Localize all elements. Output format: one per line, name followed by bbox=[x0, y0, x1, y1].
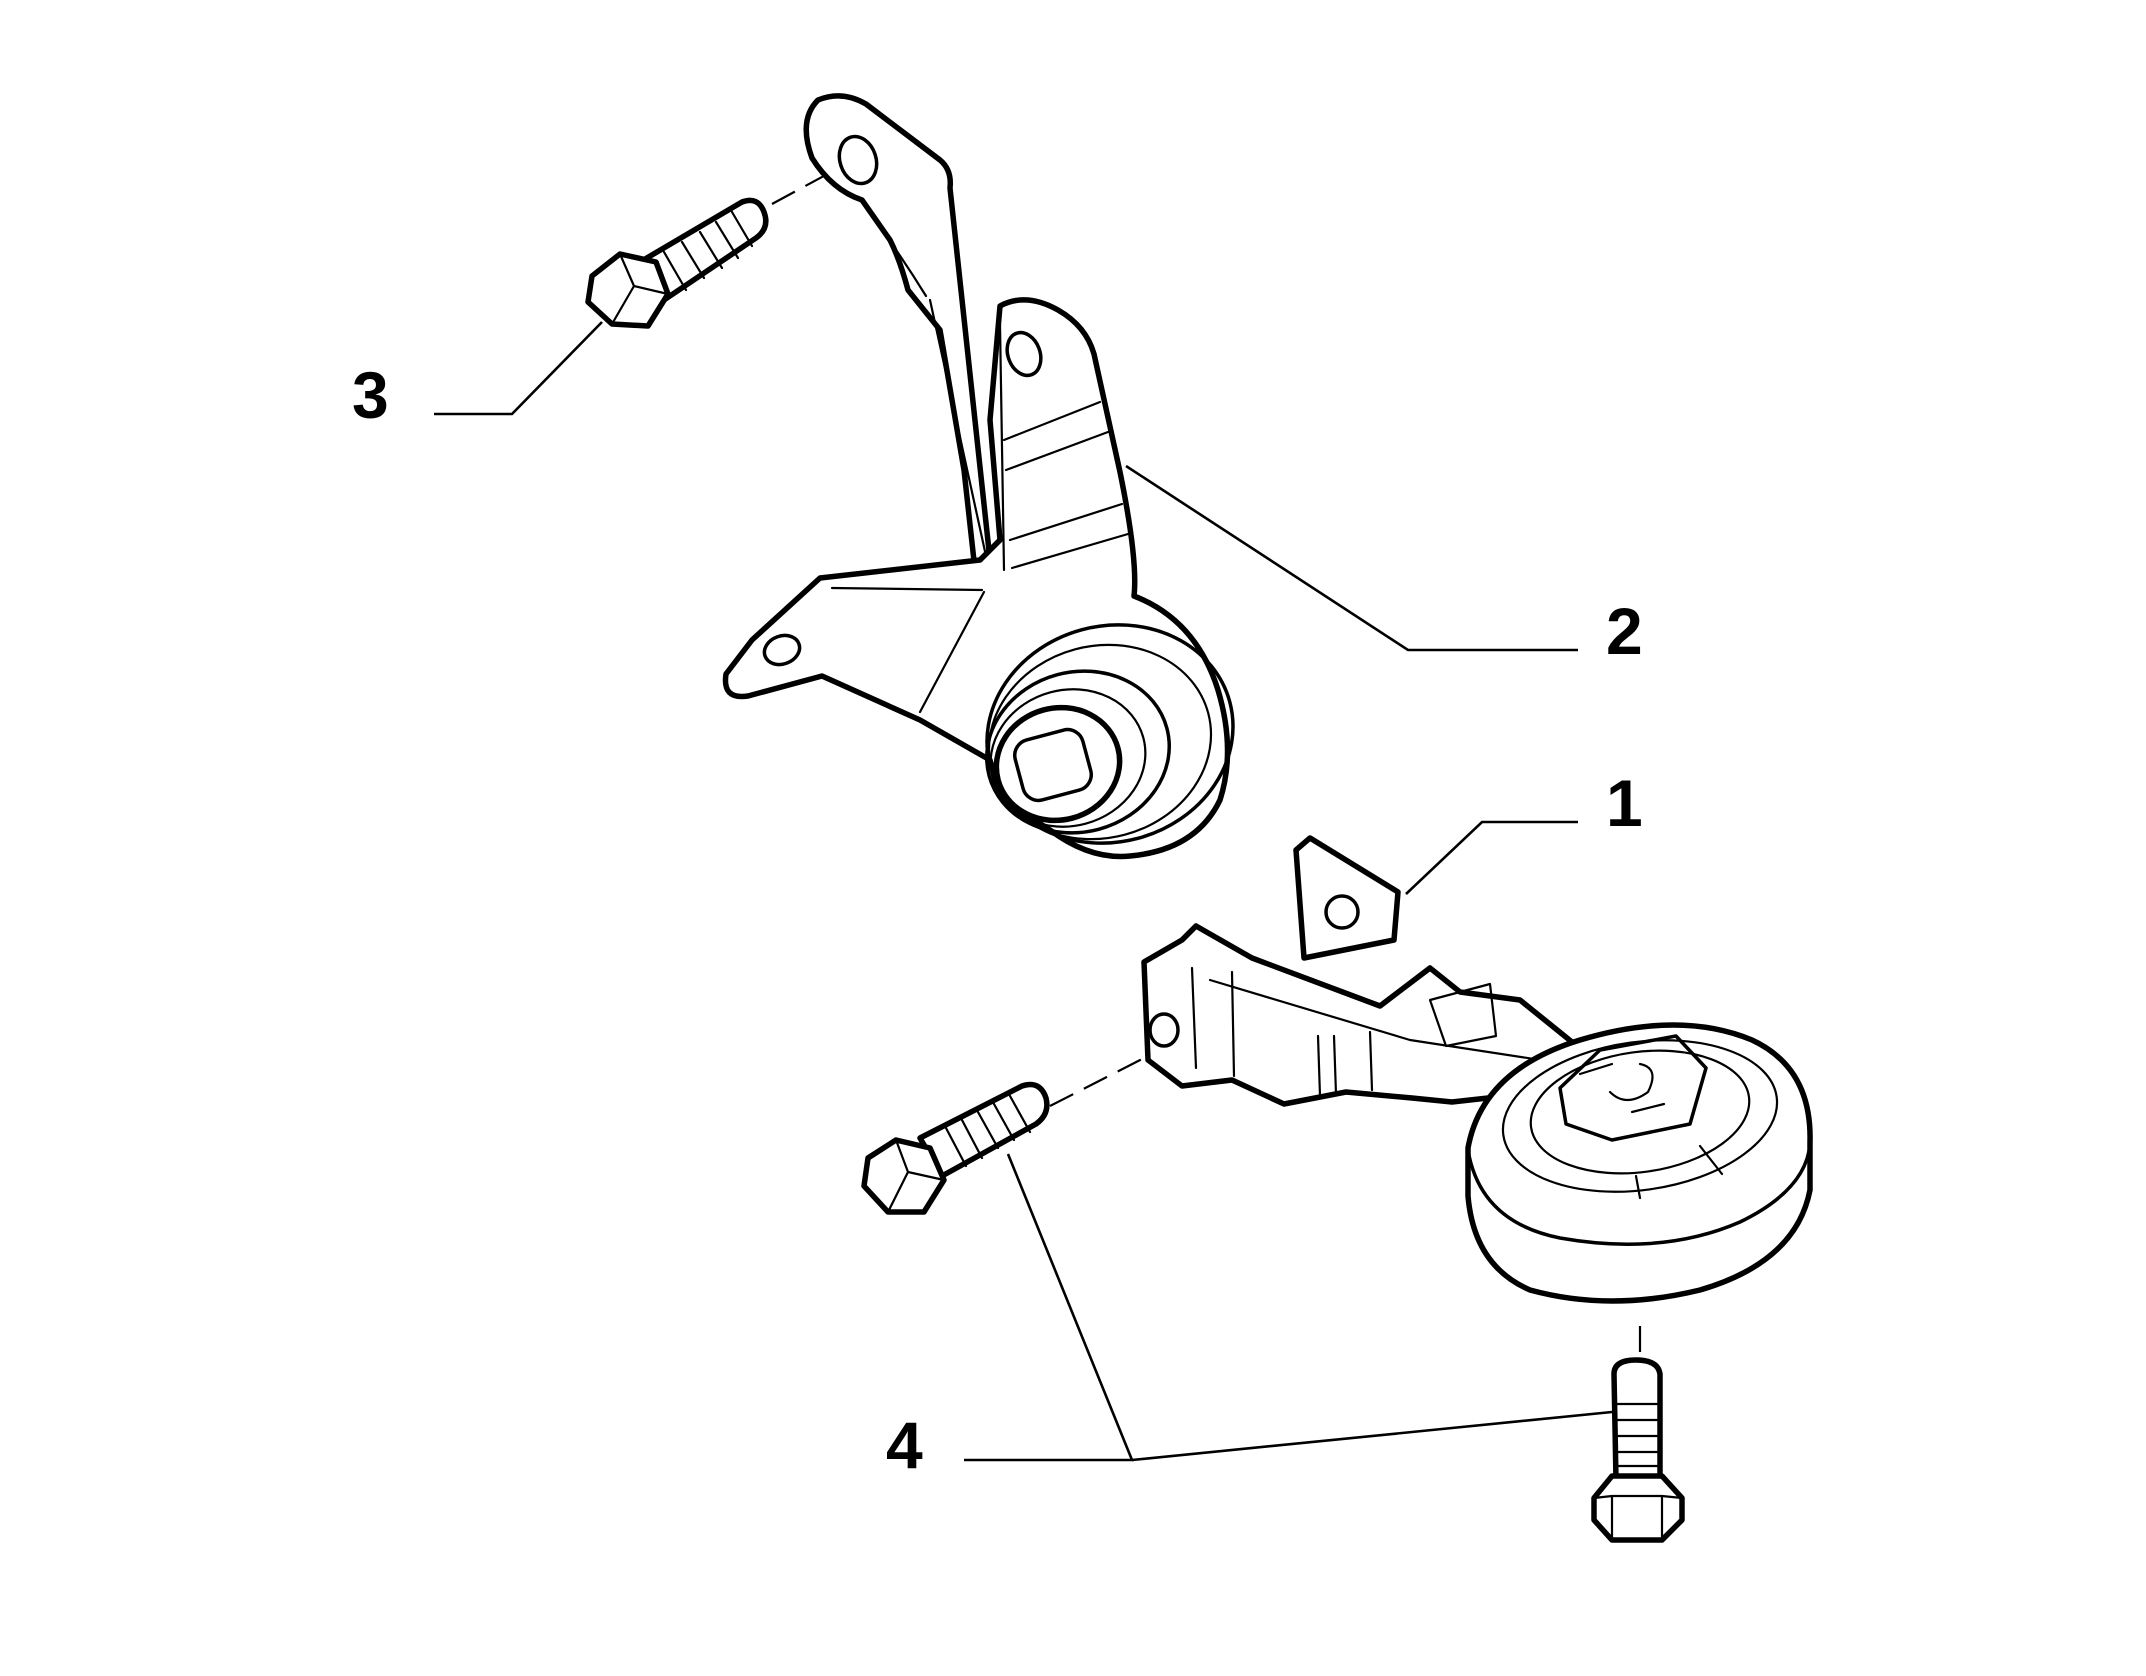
bolt-part-4-left-icon bbox=[861, 1081, 1050, 1215]
bolt-part-4-bottom-icon bbox=[1591, 1357, 1685, 1543]
callout-number-1: 1 bbox=[1606, 766, 1643, 840]
bracket-part-2-icon bbox=[722, 93, 1235, 860]
axis-line-4a bbox=[1049, 1055, 1149, 1107]
bolt-part-3-icon bbox=[585, 197, 769, 329]
callout-number-4: 4 bbox=[886, 1408, 923, 1482]
leader-line-2 bbox=[1125, 464, 1578, 652]
axis-line-3 bbox=[771, 163, 847, 205]
bracket-part-1-icon bbox=[1141, 835, 1813, 1304]
leader-line-3 bbox=[434, 321, 603, 416]
leader-line-4-left bbox=[964, 1153, 1134, 1462]
leader-line-1 bbox=[1405, 820, 1578, 895]
callout-number-3: 3 bbox=[352, 358, 389, 432]
callout-number-2: 2 bbox=[1606, 594, 1643, 668]
leader-line-4-right bbox=[1131, 1410, 1613, 1462]
